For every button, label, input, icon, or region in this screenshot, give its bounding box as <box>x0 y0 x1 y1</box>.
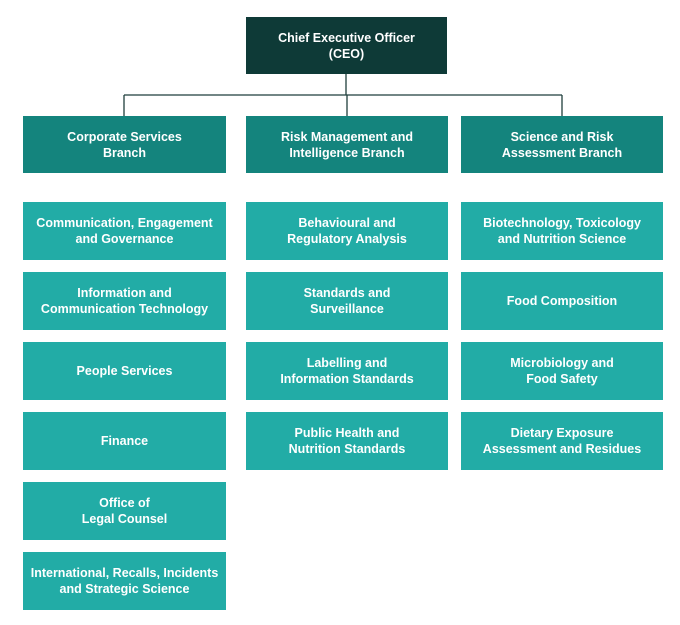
unit-labelling-information-standards: Labelling and Information Standards <box>246 342 448 400</box>
unit-microbiology-food-safety: Microbiology and Food Safety <box>461 342 663 400</box>
unit-standards-surveillance: Standards and Surveillance <box>246 272 448 330</box>
unit-biotechnology-toxicology-nutrition: Biotechnology, Toxicology and Nutrition … <box>461 202 663 260</box>
unit-dietary-exposure-assessment: Dietary Exposure Assessment and Residues <box>461 412 663 470</box>
unit-communication-engagement-governance: Communication, Engagement and Governance <box>23 202 226 260</box>
unit-label: People Services <box>76 364 173 378</box>
unit-office-of-legal-counsel: Office of Legal Counsel <box>23 482 226 540</box>
branch-label: Corporate Services Branch <box>67 129 182 160</box>
unit-food-composition: Food Composition <box>461 272 663 330</box>
unit-label: Finance <box>100 434 149 448</box>
branch-corporate-services: Corporate Services Branch <box>23 116 226 173</box>
unit-label: Behavioural and Regulatory Analysis <box>287 216 407 246</box>
unit-label: Information and Communication Technology <box>40 286 209 316</box>
unit-label: Food Composition <box>506 294 618 308</box>
unit-label: Biotechnology, Toxicology and Nutrition … <box>483 216 641 246</box>
unit-label: Labelling and Information Standards <box>280 356 414 386</box>
branch-label: Risk Management and Intelligence Branch <box>281 129 413 160</box>
unit-international-recalls-incidents: International, Recalls, Incidents and St… <box>23 552 226 610</box>
unit-label: International, Recalls, Incidents and St… <box>30 566 219 596</box>
unit-label: Office of Legal Counsel <box>81 496 168 526</box>
unit-people-services: People Services <box>23 342 226 400</box>
unit-behavioural-regulatory-analysis: Behavioural and Regulatory Analysis <box>246 202 448 260</box>
branch-label: Science and Risk Assessment Branch <box>501 129 623 160</box>
unit-label: Public Health and Nutrition Standards <box>288 426 406 456</box>
unit-label: Communication, Engagement and Governance <box>36 216 213 246</box>
unit-public-health-nutrition-standards: Public Health and Nutrition Standards <box>246 412 448 470</box>
branch-science-risk-assessment: Science and Risk Assessment Branch <box>461 116 663 173</box>
unit-information-communication-technology: Information and Communication Technology <box>23 272 226 330</box>
branch-risk-management: Risk Management and Intelligence Branch <box>246 116 448 173</box>
unit-label: Standards and Surveillance <box>303 286 391 316</box>
unit-label: Dietary Exposure Assessment and Residues <box>482 426 642 456</box>
unit-label: Microbiology and Food Safety <box>510 356 614 386</box>
ceo-box: Chief Executive Officer (CEO) <box>246 17 447 74</box>
ceo-label: Chief Executive Officer (CEO) <box>278 30 415 61</box>
unit-finance: Finance <box>23 412 226 470</box>
